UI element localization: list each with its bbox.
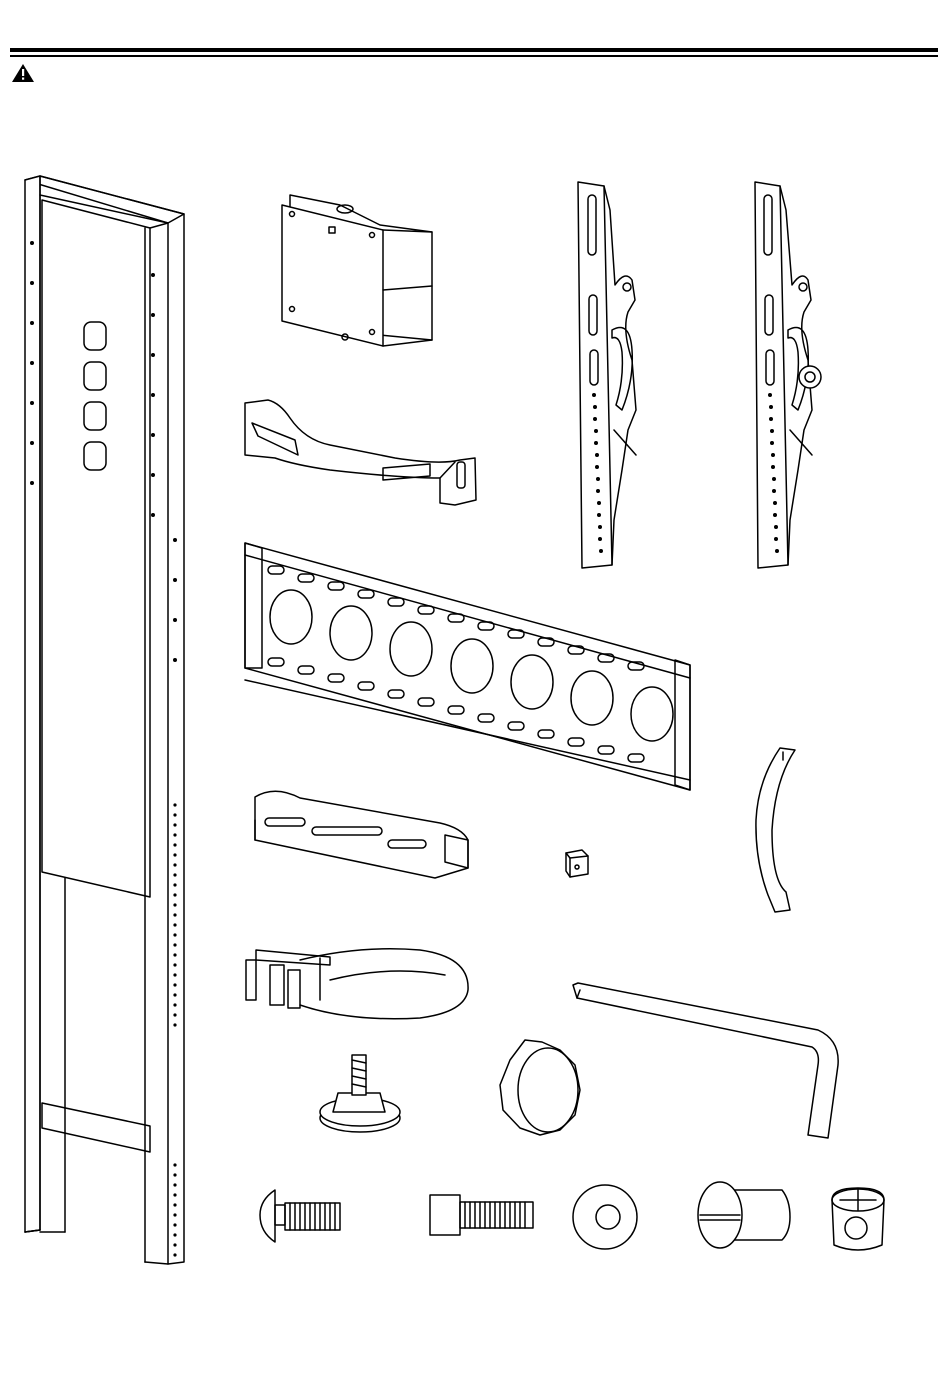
- swivel-bracket: [282, 195, 432, 346]
- knob: [500, 1040, 580, 1135]
- square-nut: [566, 850, 588, 877]
- shelf-bracket: [245, 400, 476, 505]
- button-head-bolt: [260, 1190, 340, 1242]
- allen-key: [573, 983, 838, 1138]
- cable-strap: [246, 949, 468, 1019]
- upright-column: [25, 176, 184, 1264]
- washer: [573, 1185, 637, 1249]
- tv-arm-right: [755, 182, 821, 568]
- cross-dowel: [832, 1188, 884, 1250]
- socket-head-bolt: [430, 1195, 533, 1235]
- leveling-foot: [320, 1055, 400, 1132]
- curved-clip: [756, 748, 795, 912]
- tv-arm-left: [578, 182, 636, 568]
- cable-clip: [255, 791, 468, 878]
- barrel-nut: [698, 1182, 790, 1248]
- wall-plate: [245, 543, 690, 790]
